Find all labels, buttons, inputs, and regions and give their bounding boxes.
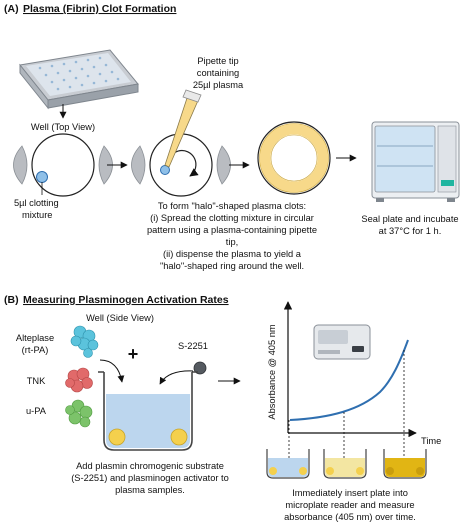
halo-instruction-6: "halo"-shaped ring around the well. xyxy=(160,261,304,271)
pipette-tip-icon xyxy=(164,89,202,168)
absorbance-plot: Absorbance @ 405 nm Time xyxy=(267,301,441,458)
halo-instruction-3: pattern using a plasma-containing pipett… xyxy=(147,225,317,235)
pipette-tip-label-1: Pipette tip xyxy=(197,56,238,66)
incubator-icon xyxy=(371,121,460,202)
substrate-bead-icon xyxy=(193,361,207,375)
insert-plate-label-3: absorbance (405 nm) over time. xyxy=(284,512,416,522)
upa-label: u-PA xyxy=(26,406,47,416)
section-b-prefix: (B) xyxy=(4,294,19,306)
pipette-tip-label-3: 25µl plasma xyxy=(193,80,244,90)
insert-plate-label-1: Immediately insert plate into xyxy=(292,488,408,498)
pipette-tip-label-2: containing xyxy=(197,68,239,78)
halo-ring-well xyxy=(257,121,331,195)
plus-sign: + xyxy=(128,344,139,364)
section-a-title: Plasma (Fibrin) Clot Formation xyxy=(23,3,176,15)
add-substrate-label-1: Add plasmin chromogenic substrate xyxy=(76,461,224,471)
halo-instruction-5: (ii) dispense the plasma to yield a xyxy=(163,249,302,259)
well-top-view xyxy=(13,133,113,197)
add-substrate-label-3: plasma samples. xyxy=(115,485,185,495)
y-axis-label: Absorbance @ 405 nm xyxy=(267,324,277,419)
seal-plate-label-1: Seal plate and incubate xyxy=(361,214,458,224)
clotting-mixture-label-2: mixture xyxy=(22,210,52,220)
well-side-view-label: Well (Side View) xyxy=(86,313,154,323)
tnk-label: TNK xyxy=(27,376,46,386)
alteplase-label-1: Alteplase xyxy=(16,333,54,343)
curved-arrow xyxy=(99,359,125,383)
substrate-label: S-2251 xyxy=(178,341,208,351)
halo-instruction-4: tip, xyxy=(226,237,238,247)
well-time-1 xyxy=(266,449,310,479)
well-plate-icon xyxy=(19,49,139,110)
halo-instruction-1: To form "halo"-shaped plasma clots: xyxy=(158,201,306,211)
seal-plate-label-2: at 37°C for 1 h. xyxy=(379,226,442,236)
upa-molecule-icon xyxy=(65,399,93,428)
x-axis-label: Time xyxy=(421,436,441,446)
well-top-view-label: Well (Top View) xyxy=(31,122,95,132)
well-side-view xyxy=(98,371,198,451)
well-time-2 xyxy=(323,449,367,479)
insert-plate-label-2: microplate reader and measure xyxy=(285,500,414,510)
tnk-molecule-icon xyxy=(65,367,93,393)
section-a-prefix: (A) xyxy=(4,3,19,15)
alteplase-molecule-icon xyxy=(70,325,99,358)
section-b-title: Measuring Plasminogen Activation Rates xyxy=(23,294,229,306)
halo-instruction-2: (i) Spread the clotting mixture in circu… xyxy=(150,213,314,223)
curved-arrow xyxy=(159,370,194,385)
clotting-mixture-label-1: 5µl clotting xyxy=(14,198,59,208)
microplate-reader-icon xyxy=(313,324,371,360)
alteplase-label-2: (rt-PA) xyxy=(22,345,49,355)
add-substrate-label-2: (S-2251) and plasminogen activator to xyxy=(71,473,229,483)
well-spreading xyxy=(131,133,231,197)
absorbance-curve xyxy=(289,339,409,421)
well-time-3 xyxy=(383,449,427,479)
